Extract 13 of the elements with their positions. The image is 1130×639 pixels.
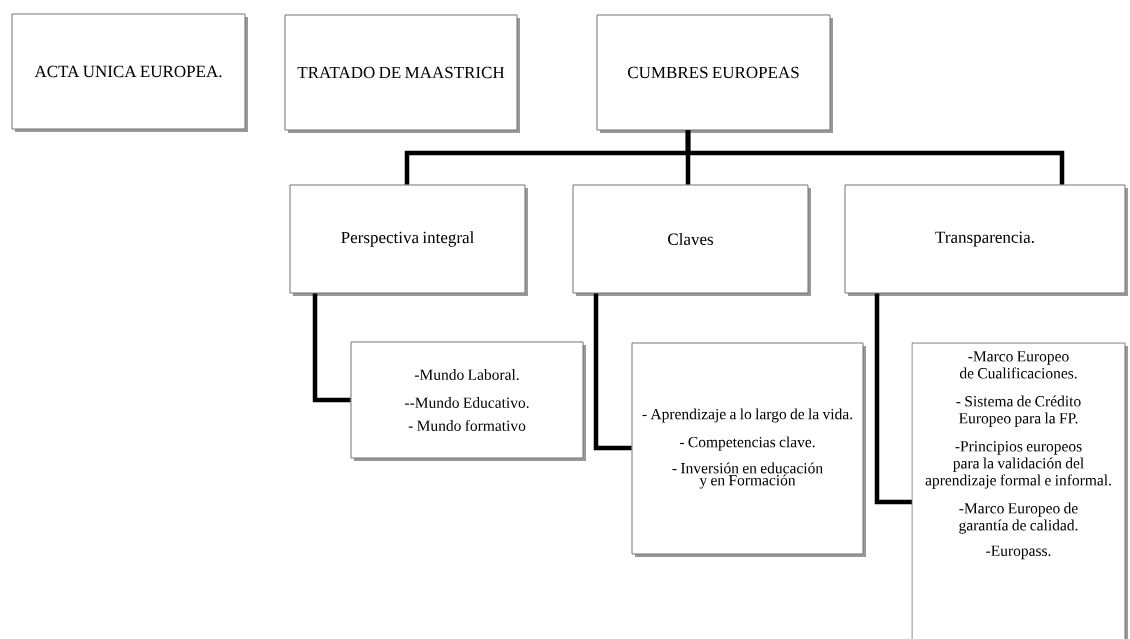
connector-line	[685, 130, 1065, 185]
text-box: TRATADO DE MAASTRICH	[284, 14, 520, 133]
connector-line	[874, 293, 912, 505]
text-box: - Aprendizaje a lo largo de la vida. - Competencias clave. - Inversión en educación y en Formación	[631, 342, 866, 557]
text-box: -Mundo Laboral. --Mundo Educativo. - Mundo formativo	[350, 341, 586, 461]
text-box: -Marco Europeo de Cualificaciones. - Sistema de Crédito Europeo para la FP. -Principios europeos para la validación del aprendizaje formal e informal. -Marco Europeo de garantía de calidad. -Europass.	[911, 342, 1128, 639]
text-box: Transparencia.	[844, 184, 1128, 296]
text-box: Perspectiva integral	[289, 184, 528, 296]
connector-line	[312, 293, 351, 403]
text-box: Claves	[572, 184, 811, 296]
text-box: ACTA UNICA EUROPEA.	[11, 13, 248, 132]
text-box: CUMBRES EUROPEAS	[596, 14, 833, 133]
connector-line	[593, 293, 632, 451]
